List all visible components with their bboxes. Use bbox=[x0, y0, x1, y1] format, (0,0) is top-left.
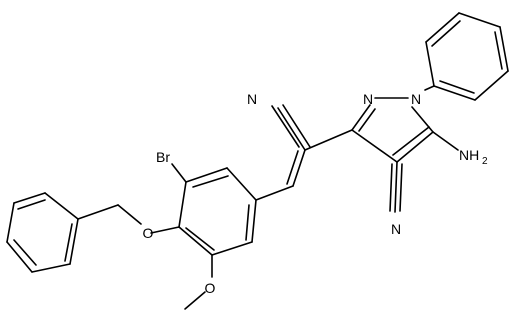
nitrile-top-nitrogen-label: N bbox=[247, 91, 257, 107]
atom-labels: N N N NH 2 N Br O O bbox=[143, 91, 488, 296]
amino-label: NH bbox=[459, 147, 479, 163]
methoxy-oxygen-label: O bbox=[205, 280, 216, 296]
pyrazole-n1-label: N bbox=[411, 91, 421, 107]
amino-subscript: 2 bbox=[482, 156, 488, 167]
benzyl-oxygen-label: O bbox=[143, 225, 154, 241]
pyrazole-n2-label: N bbox=[363, 91, 373, 107]
bromo-label: Br bbox=[156, 149, 170, 165]
bond-lines bbox=[6, 12, 509, 310]
nitrile-bottom-nitrogen-label: N bbox=[391, 221, 401, 237]
